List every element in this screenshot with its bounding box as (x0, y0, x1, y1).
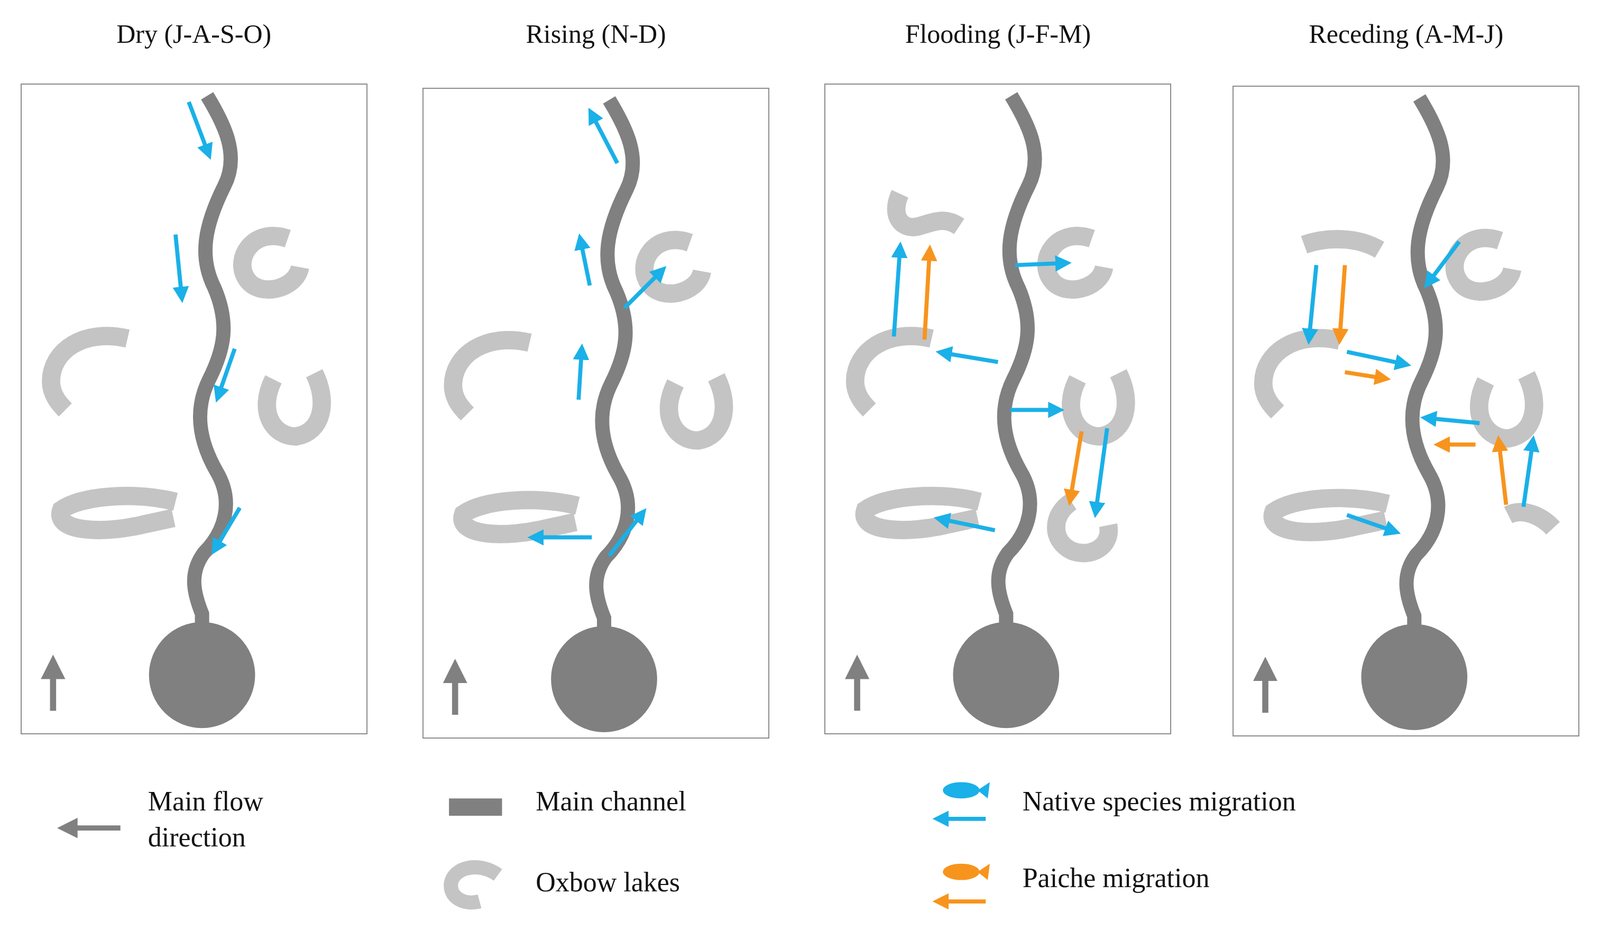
migration-arrow (215, 508, 240, 549)
migration-arrow (67, 825, 121, 831)
migration-arrow (175, 234, 182, 297)
migration-arrow (1339, 264, 1346, 338)
migration-arrow (942, 352, 998, 362)
migration-arrow (1523, 442, 1533, 508)
rising-panel-art (453, 99, 724, 733)
receding-panel-art (1263, 97, 1553, 731)
migration-arrow (534, 535, 592, 540)
legend-icons (67, 782, 990, 903)
migration-arrow (1345, 372, 1384, 379)
migration-arrow (894, 249, 901, 337)
drawn-shape (175, 102, 241, 549)
panel-figure (453, 240, 724, 535)
migration-arrow (1440, 442, 1476, 447)
flooding-panel-art (854, 95, 1126, 729)
drawn-shape (977, 863, 990, 881)
drawn-shape (896, 193, 1109, 554)
migration-arrow (1346, 351, 1404, 364)
panel-title: Dry (J-A-S-O) (0, 18, 399, 50)
migration-arrow (1015, 263, 1065, 266)
drawn-shape (1303, 238, 1380, 250)
legend-text: Oxbow lakes (535, 864, 873, 901)
legend-text: Main flow direction (148, 783, 322, 855)
migration-arrow (218, 348, 235, 397)
migration-arrow (591, 114, 618, 164)
migration-arrow (624, 271, 661, 308)
season-panel: Dry (J-A-S-O) (20, 83, 368, 735)
migration-arrow (939, 899, 986, 904)
season-panel: Flooding (J-F-M) (824, 83, 1172, 735)
dry-panel-art (50, 95, 322, 729)
migration-arrow (1346, 515, 1394, 532)
migration-arrow (580, 240, 590, 286)
drawn-shape (1339, 264, 1507, 505)
drawn-shape (896, 193, 960, 227)
migration-arrow (939, 816, 986, 822)
drawn-shape (1309, 241, 1533, 532)
drawn-shape (894, 249, 1108, 531)
drawn-shape (924, 251, 1082, 499)
migration-arrow (1428, 241, 1460, 283)
drawn-shape (942, 863, 980, 881)
drawn-shape (977, 782, 990, 799)
panel-figure (455, 99, 658, 733)
panel-figure (52, 95, 255, 729)
panel-figure (1265, 97, 1468, 731)
migration-arrow (1096, 428, 1108, 511)
drawn-shape (451, 867, 499, 903)
panel-figure (1263, 237, 1534, 532)
drawn-shape (1507, 512, 1553, 529)
migration-arrow (188, 102, 209, 153)
migration-arrow (1010, 408, 1058, 413)
panel-figure (854, 235, 1126, 530)
migration-arrow (1499, 442, 1507, 505)
season-panel: Receding (A-M-J) (1232, 85, 1580, 737)
drawn-shape (534, 114, 661, 556)
migration-arrow (940, 519, 995, 531)
panel-title: Rising (N-D) (391, 18, 800, 50)
drawn-shape (1055, 501, 1109, 554)
migration-arrow (578, 351, 582, 401)
legend-text: Native species migration (1022, 783, 1554, 820)
panel-title: Flooding (J-F-M) (793, 18, 1202, 50)
migration-arrow (1070, 431, 1082, 499)
panel-title: Receding (A-M-J) (1201, 18, 1600, 50)
panel-figure (857, 95, 1060, 729)
drawn-shape (1303, 238, 1553, 529)
season-panel: Rising (N-D) (422, 87, 770, 739)
drawn-shape (448, 798, 502, 816)
legend-text: Paiche migration (1022, 860, 1554, 897)
migration-arrow (1427, 418, 1480, 424)
panel-figure (50, 235, 322, 530)
migration-arrow (609, 513, 642, 556)
migration-arrow (924, 251, 930, 340)
drawn-shape (942, 782, 980, 799)
legend-text: Main channel (535, 783, 873, 820)
migration-arrow (1309, 264, 1317, 338)
